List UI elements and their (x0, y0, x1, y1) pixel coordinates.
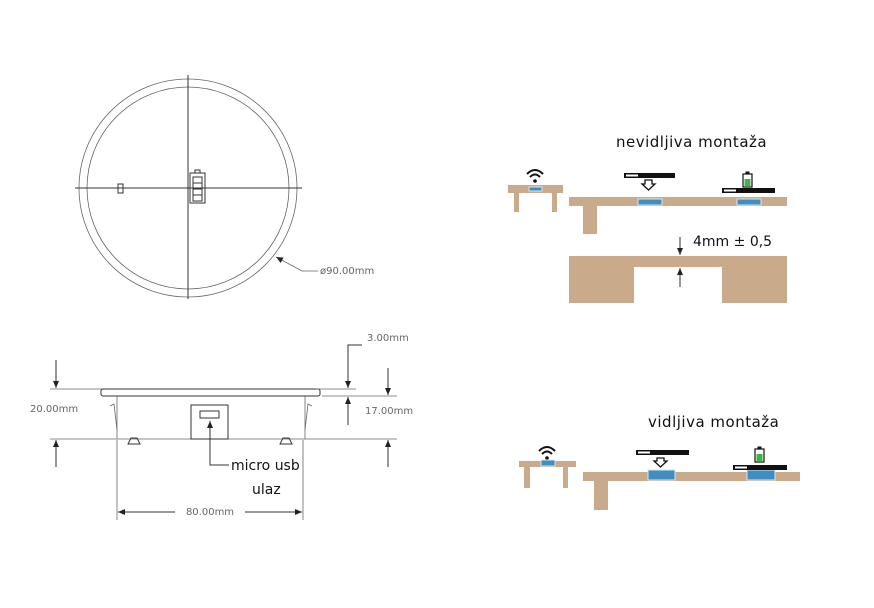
height-total-label: 20.00mm (30, 404, 78, 415)
usb-leader (207, 421, 229, 466)
left-foot (127, 437, 141, 445)
visible-mount-title: vidljiva montaža (648, 413, 779, 431)
top-view-drawing: ø90.00mm (75, 75, 374, 299)
wifi-icon (526, 169, 544, 183)
width-label: 80.00mm (186, 507, 234, 518)
usb-label-line2: ulaz (252, 482, 281, 498)
usb-port (199, 410, 220, 419)
diameter-leader (275, 256, 318, 272)
indicator-rect (117, 183, 124, 194)
visible-mount-illustration: vidljiva montaža (519, 413, 800, 510)
phone-charging-icon (722, 171, 775, 193)
hidden-mount-illustration: nevidljiva montaža 4mm ± 0,5 (508, 133, 787, 304)
down-arrow-icon (652, 457, 669, 468)
usb-label-line1: micro usb (231, 458, 300, 474)
phone-charging-icon (733, 446, 787, 470)
phone-icon (636, 450, 689, 455)
phone-icon (624, 173, 675, 178)
wifi-icon (538, 446, 556, 460)
rim-label: 3.00mm (367, 333, 409, 344)
diameter-label: ø90.00mm (320, 266, 374, 277)
thickness-label: 4mm ± 0,5 (693, 234, 772, 250)
right-foot (279, 437, 293, 445)
body-label: 17.00mm (365, 406, 413, 417)
side-view-drawing: micro usb ulaz 20.00mm 3.00mm 17.00mm 80… (30, 333, 413, 520)
hidden-mount-title: nevidljiva montaža (616, 133, 767, 151)
right-clip (304, 403, 313, 431)
top-plate (100, 388, 321, 397)
down-arrow-icon (640, 179, 657, 191)
left-clip (109, 403, 118, 431)
battery-icon (189, 169, 206, 204)
